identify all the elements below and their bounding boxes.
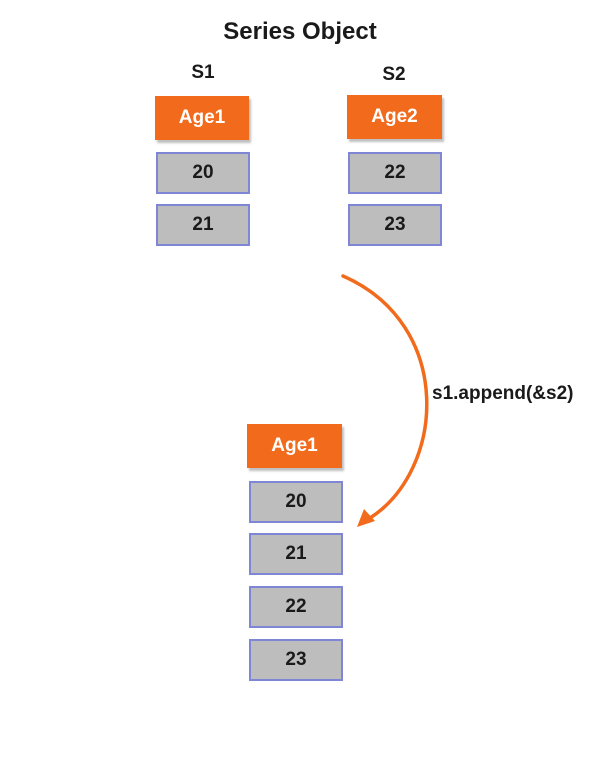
series-s2-label: S2: [382, 64, 406, 85]
append-operation-label: s1.append(&s2): [432, 383, 574, 404]
series-s2-cell: 22: [348, 152, 442, 194]
series-s1-header: Age1: [155, 96, 249, 140]
append-arrow-curve: [341, 274, 429, 520]
series-s2-header: Age2: [347, 95, 442, 139]
result-series-cell: 20: [249, 481, 343, 523]
result-series-cell: 21: [249, 533, 343, 575]
result-series-header: Age1: [247, 424, 342, 468]
series-s1-cell: 21: [156, 204, 250, 246]
result-series-cell: 22: [249, 586, 343, 628]
series-s1-cell: 20: [156, 152, 250, 194]
series-s1-label: S1: [191, 62, 215, 83]
diagram-title: Series Object: [223, 18, 377, 45]
series-s2-cell: 23: [348, 204, 442, 246]
append-arrow-head: [357, 509, 375, 527]
result-series-cell: 23: [249, 639, 343, 681]
